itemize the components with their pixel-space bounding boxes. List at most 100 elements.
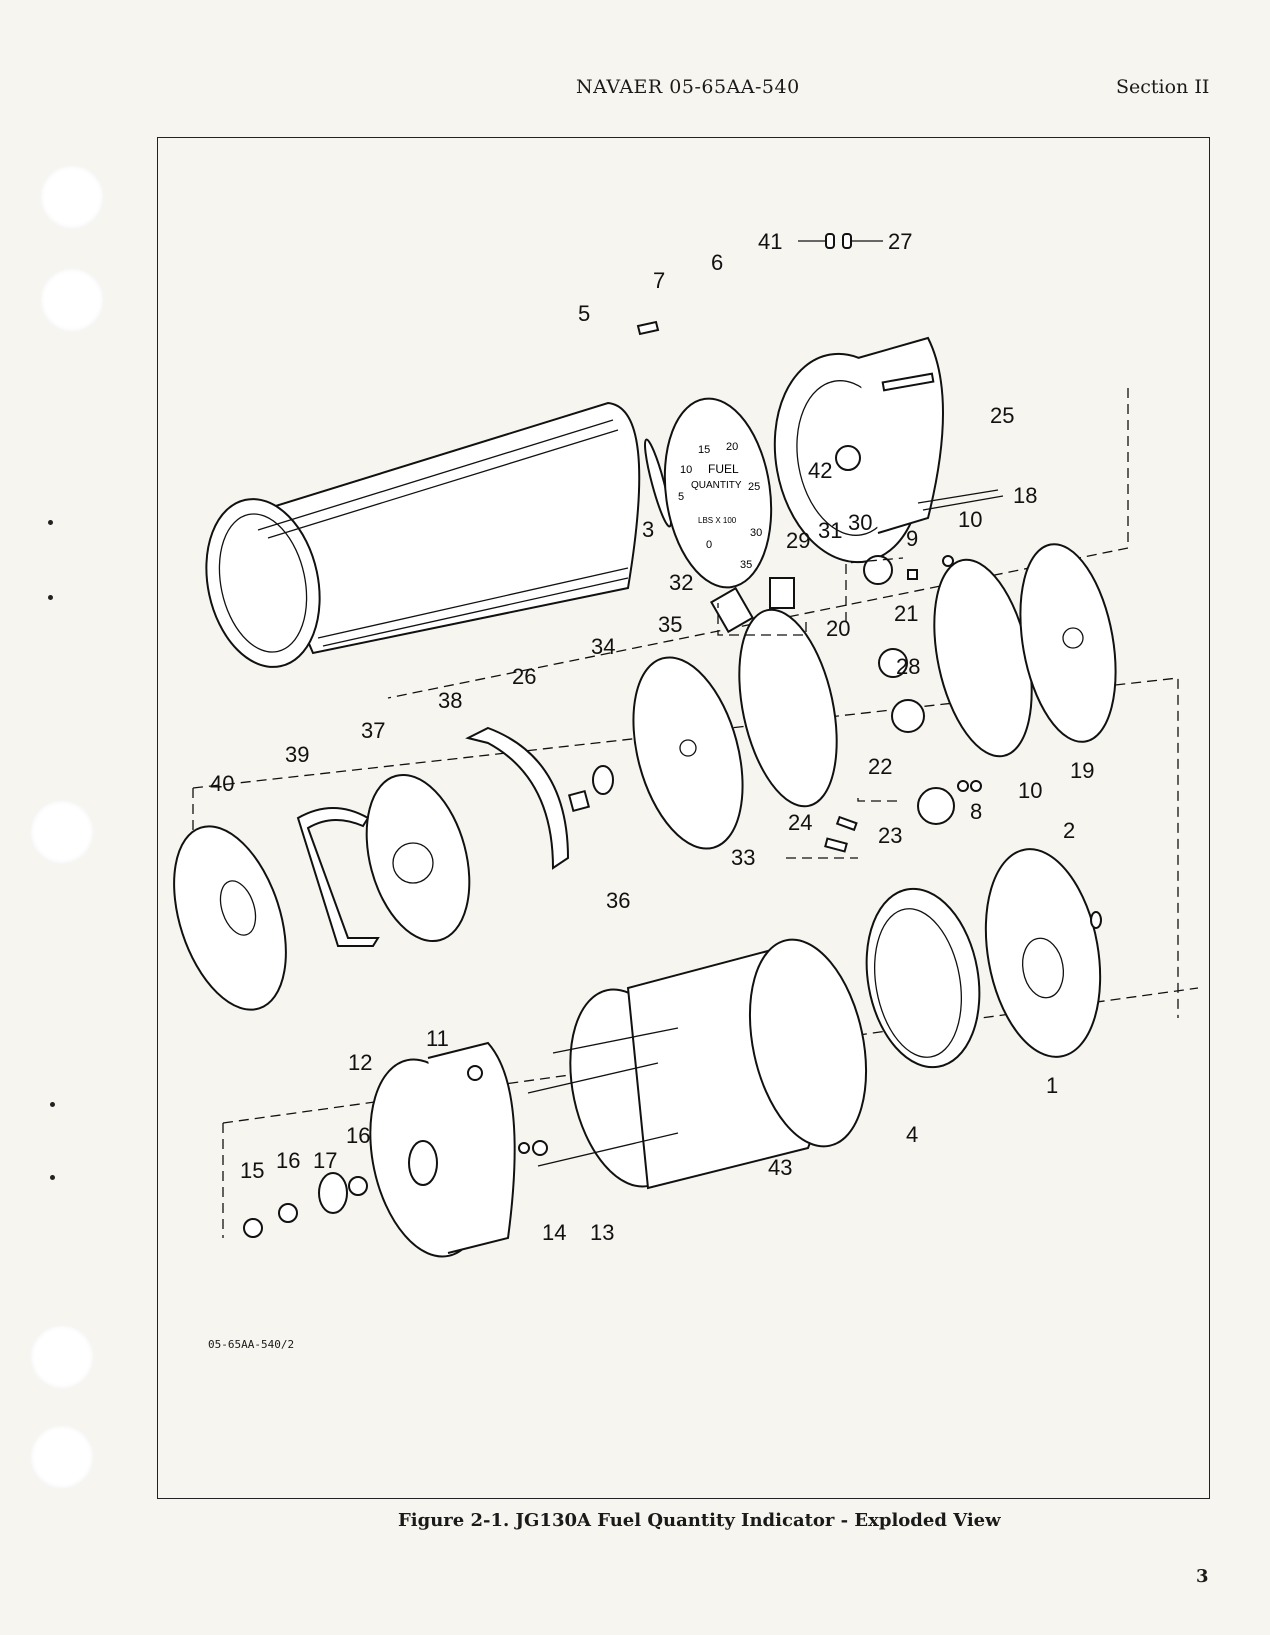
callout-14: 14 bbox=[542, 1220, 566, 1245]
plate-id: 05-65AA-540/2 bbox=[208, 1338, 295, 1351]
callout-28: 28 bbox=[896, 654, 920, 679]
gear-plate bbox=[738, 608, 838, 808]
gear bbox=[863, 555, 893, 585]
knob-nut bbox=[243, 1218, 263, 1238]
callout-23: 23 bbox=[878, 823, 902, 848]
end-plate-hole bbox=[1062, 627, 1084, 649]
rear-plate bbox=[632, 656, 744, 850]
callout-40: 40 bbox=[210, 771, 234, 796]
punch-hole bbox=[30, 800, 94, 864]
washer bbox=[942, 555, 954, 567]
callout-39: 39 bbox=[285, 742, 309, 767]
block bbox=[567, 789, 591, 813]
callout-25: 25 bbox=[990, 403, 1014, 428]
dial-label-15: 15 bbox=[698, 444, 710, 456]
rotor-plate bbox=[365, 773, 471, 943]
case-shell-body bbox=[427, 1041, 516, 1254]
margin-mark bbox=[50, 1102, 55, 1107]
callout-35: 35 bbox=[658, 612, 682, 637]
pin bbox=[824, 837, 848, 853]
dial-label-lbs: LBS X 100 bbox=[698, 516, 737, 525]
screw bbox=[636, 320, 660, 336]
stud bbox=[917, 489, 1004, 511]
section-label: Section II bbox=[1116, 76, 1210, 98]
dial-label-0: 0 bbox=[706, 539, 712, 551]
washer bbox=[592, 765, 614, 795]
fuel-quantity-dial: 15 20 FUEL QUANTITY 25 10 5 LBS X 100 30… bbox=[663, 397, 773, 589]
callout-1: 1 bbox=[1046, 1073, 1058, 1098]
callout-2: 2 bbox=[1063, 818, 1075, 843]
callout-15: 15 bbox=[240, 1158, 264, 1183]
assembly-guide-line bbox=[387, 388, 1129, 699]
assembly-guide-line bbox=[717, 557, 904, 636]
callout-42: 42 bbox=[808, 458, 832, 483]
knob-nut bbox=[278, 1203, 298, 1223]
exploded-view-figure: 15 20 FUEL QUANTITY 25 10 5 LBS X 100 30… bbox=[157, 137, 1210, 1499]
gear bbox=[878, 648, 908, 678]
margin-mark bbox=[50, 1175, 55, 1180]
bracket bbox=[465, 726, 570, 870]
screw bbox=[842, 233, 852, 249]
callout-19: 19 bbox=[1070, 758, 1094, 783]
gear bbox=[891, 699, 925, 733]
rotor-hub bbox=[392, 842, 434, 884]
retainer-clip bbox=[1090, 911, 1102, 929]
callout-3: 3 bbox=[642, 517, 654, 542]
mount-block bbox=[710, 586, 754, 634]
callout-17: 17 bbox=[313, 1148, 337, 1173]
dial-label-20: 20 bbox=[726, 441, 738, 453]
callout-9: 9 bbox=[906, 526, 918, 551]
washer bbox=[970, 780, 982, 792]
callout-43: 43 bbox=[768, 1155, 792, 1180]
punch-hole bbox=[40, 268, 104, 332]
rear-plate-hole bbox=[679, 739, 697, 757]
punch-hole bbox=[30, 1325, 94, 1389]
callout-8: 8 bbox=[970, 799, 982, 824]
dial-label-5: 5 bbox=[678, 491, 684, 503]
callout-20: 20 bbox=[826, 616, 850, 641]
callout-7: 7 bbox=[653, 268, 665, 293]
callout-6: 6 bbox=[711, 250, 723, 275]
washer bbox=[518, 1142, 530, 1154]
dial-label-35: 35 bbox=[740, 559, 752, 571]
callout-13: 13 bbox=[590, 1220, 614, 1245]
callout-37: 37 bbox=[361, 718, 385, 743]
page-number: 3 bbox=[1196, 1566, 1209, 1587]
washer bbox=[957, 780, 969, 792]
callout-18: 18 bbox=[1013, 483, 1037, 508]
callout-10b: 10 bbox=[1018, 778, 1042, 803]
callout-22: 22 bbox=[868, 754, 892, 779]
callout-5: 5 bbox=[578, 301, 590, 326]
callout-16b: 16 bbox=[346, 1123, 370, 1148]
callout-38: 38 bbox=[438, 688, 462, 713]
margin-mark bbox=[48, 520, 53, 525]
band bbox=[865, 887, 981, 1069]
exploded-view-drawing: 15 20 FUEL QUANTITY 25 10 5 LBS X 100 30… bbox=[173, 229, 1199, 1258]
knob-nut bbox=[348, 1176, 368, 1196]
assembly-guide-line bbox=[786, 798, 898, 859]
document-number: NAVAER 05-65AA-540 bbox=[576, 76, 800, 98]
end-plate bbox=[1019, 543, 1117, 743]
gasket bbox=[643, 438, 673, 528]
screw bbox=[825, 233, 835, 249]
callout-31: 31 bbox=[818, 518, 842, 543]
figure-caption: Figure 2-1. JG130A Fuel Quantity Indicat… bbox=[398, 1510, 1001, 1531]
dial-label-10: 10 bbox=[680, 464, 692, 476]
case-shell-hole bbox=[408, 1140, 438, 1186]
margin-mark bbox=[48, 595, 53, 600]
callout-24: 24 bbox=[788, 810, 812, 835]
dial-label-25: 25 bbox=[748, 481, 760, 493]
callout-11: 11 bbox=[426, 1026, 449, 1051]
callout-41: 41 bbox=[758, 229, 782, 254]
knob bbox=[318, 1172, 348, 1214]
callout-12: 12 bbox=[348, 1050, 372, 1075]
dial-label-fuel: FUEL bbox=[708, 462, 739, 476]
callout-10: 10 bbox=[958, 507, 982, 532]
callout-21: 21 bbox=[894, 601, 918, 626]
bottom-plate-hole bbox=[219, 880, 257, 936]
punch-hole bbox=[30, 1425, 94, 1489]
callout-27: 27 bbox=[888, 229, 912, 254]
bottom-plate bbox=[173, 825, 287, 1011]
gear bbox=[917, 787, 955, 825]
callout-36: 36 bbox=[606, 888, 630, 913]
